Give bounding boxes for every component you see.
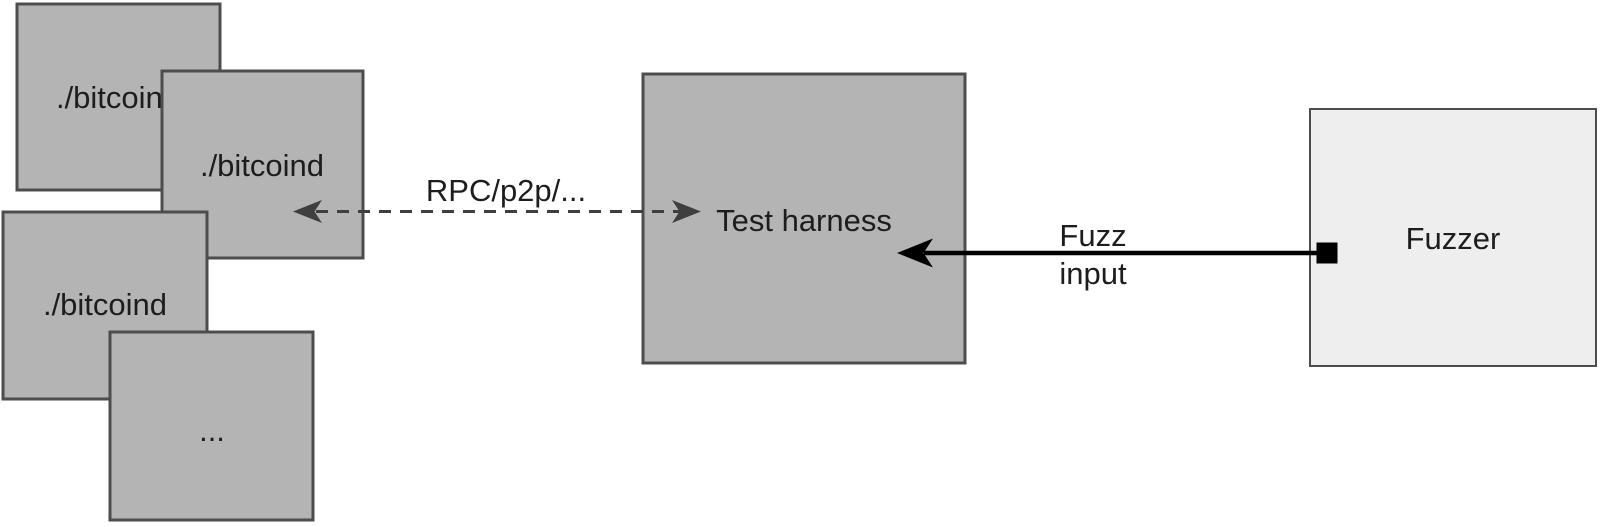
bitcoind-node-3-label: ./bitcoind <box>43 287 167 322</box>
bitcoind-node-1-label: ./bitcoind <box>56 80 180 115</box>
fuzz-input-connector-square-icon <box>1316 242 1338 264</box>
fuzz-input-label-line2: input <box>1059 256 1127 291</box>
bitcoind-node-more-label: ... <box>199 413 225 448</box>
test-harness-node-label: Test harness <box>716 203 892 238</box>
fuzz-input-label-line1: Fuzz <box>1059 218 1126 253</box>
rpc-arrowhead-left-icon <box>293 200 322 223</box>
fuzzer-node-label: Fuzzer <box>1406 221 1501 256</box>
bitcoind-node-2-label: ./bitcoind <box>200 148 324 183</box>
rpc-arrowhead-right-icon <box>672 200 701 223</box>
fuzzer-node <box>1309 108 1597 367</box>
fuzz-input-arrowhead-icon <box>897 238 933 268</box>
rpc-arrow-label: RPC/p2p/... <box>426 173 586 208</box>
test-harness-node <box>641 72 967 365</box>
bitcoind-node-more <box>108 330 315 522</box>
